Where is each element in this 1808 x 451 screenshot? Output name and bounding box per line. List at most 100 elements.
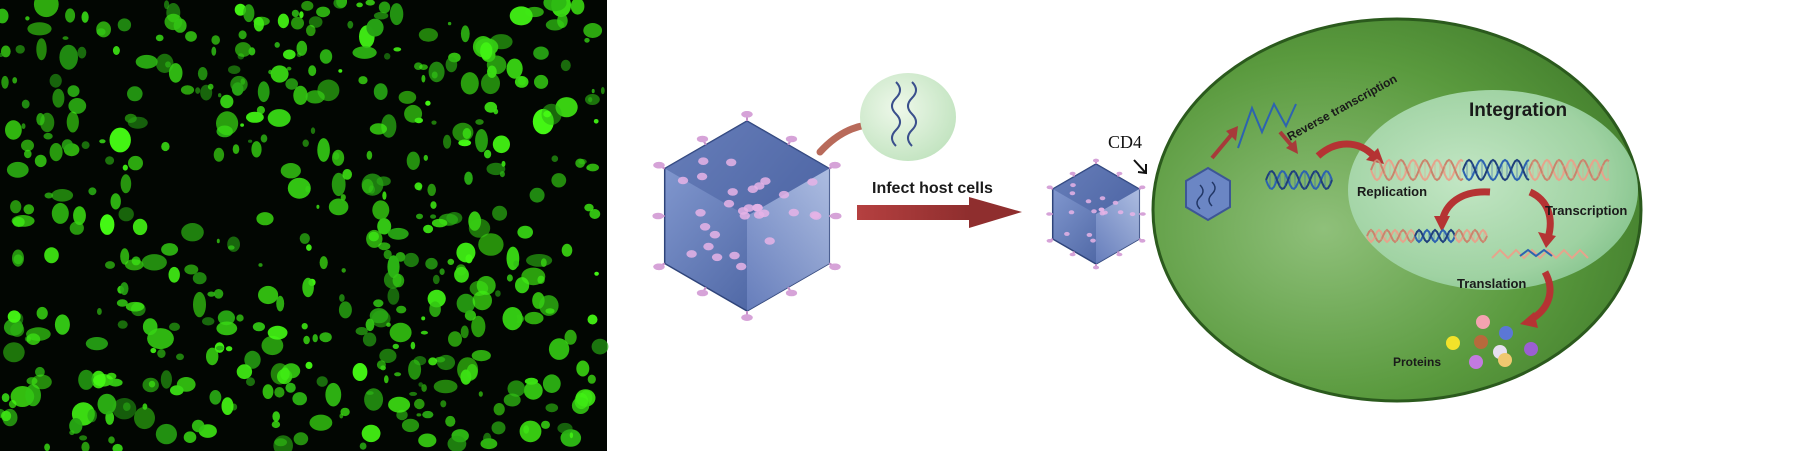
fluorescent-cell [384, 375, 389, 384]
dna-strand [1370, 158, 1464, 182]
fluorescent-cell [506, 58, 523, 79]
fluorescent-cell [587, 374, 596, 384]
glycoprotein [1091, 209, 1097, 214]
fluorescent-cell [160, 370, 172, 389]
transcription-label: Transcription [1545, 203, 1627, 218]
fluorescent-cell [120, 248, 130, 265]
fluorescent-cell [506, 274, 513, 282]
translation-label: Translation [1457, 276, 1526, 291]
fluorescent-cell [271, 420, 281, 429]
fluorescent-cell [69, 430, 75, 436]
fluorescent-cell [378, 242, 391, 251]
fluorescent-cells [0, 0, 609, 451]
fluorescent-cell [12, 77, 18, 84]
fluorescent-cell [87, 409, 97, 423]
fluorescent-cell [583, 23, 603, 38]
glycoprotein [759, 209, 770, 218]
dna-helix-icon [1265, 169, 1333, 191]
spike-head [1069, 252, 1076, 257]
fluorescent-cell [340, 407, 350, 417]
fluorescent-cell [227, 236, 241, 252]
fluorescent-cell [366, 150, 373, 160]
fluorescent-cell [398, 90, 417, 104]
fluorescent-cell [273, 435, 293, 451]
fluorescent-cell [545, 308, 555, 314]
fluorescent-cell [419, 64, 428, 70]
fluorescent-cell [410, 341, 416, 350]
fluorescent-cell [21, 99, 30, 109]
fluorescent-cell [431, 218, 448, 228]
fluorescent-cell [293, 432, 309, 446]
fluorescent-cell [464, 171, 473, 185]
fluorescent-cell [439, 268, 445, 276]
fluorescent-cell [447, 435, 467, 451]
glycoprotein [743, 204, 755, 212]
fluorescent-cell [96, 28, 106, 36]
fluorescent-cell [561, 243, 573, 257]
glycoprotein [747, 185, 758, 193]
capsid-facet [1096, 189, 1140, 264]
fluorescent-cell [92, 374, 114, 387]
fluorescent-cell [418, 382, 424, 387]
fluorescent-cell [267, 325, 288, 340]
transcription-arrow [1528, 188, 1554, 240]
fluorescent-cell [216, 111, 239, 136]
fluorescent-cell [206, 347, 219, 366]
fluorescent-cell [220, 94, 234, 109]
fluorescent-cell [125, 259, 144, 271]
fluorescent-cell [389, 3, 404, 26]
fluorescent-cell [487, 65, 497, 78]
fluorescent-cell [34, 154, 47, 168]
fluorescent-cell [125, 301, 145, 312]
fluorescent-cell [589, 209, 601, 219]
fluorescent-cell [361, 179, 374, 194]
fluorescent-cell [155, 53, 174, 73]
fluorescent-cell [503, 393, 521, 407]
fluorescent-cell [68, 98, 87, 114]
fluorescent-cell [443, 134, 452, 149]
fluorescent-cell [256, 212, 274, 226]
fluorescent-cell [99, 139, 106, 144]
fluorescent-cell [51, 189, 74, 202]
fluorescent-cell [365, 318, 375, 332]
spike-head [829, 263, 841, 271]
fluorescent-cell [69, 418, 83, 434]
fluorescent-cell [216, 345, 224, 351]
fluorescent-cell [116, 299, 128, 307]
fluorescent-cell [393, 47, 402, 52]
fluorescent-cell [340, 194, 346, 201]
spike-head [785, 135, 798, 143]
fluorescent-cell [33, 0, 59, 18]
fluorescent-cell [331, 172, 346, 197]
glycoprotein [1069, 191, 1076, 196]
fluorescent-cell [543, 0, 567, 12]
glycoprotein [1117, 210, 1124, 215]
dna-strand [1528, 158, 1610, 182]
dna-helix-icon [1370, 158, 1610, 182]
spike-head [1139, 185, 1146, 190]
fluorescent-cell [478, 233, 504, 256]
glycoprotein [729, 251, 740, 260]
fluorescent-cell [356, 2, 363, 8]
spike-head [653, 263, 665, 271]
fluorescent-cell [127, 86, 143, 102]
fluorescent-cell [225, 346, 233, 352]
fluorescent-cell [347, 20, 354, 29]
fluorescent-cell [262, 384, 274, 399]
fluorescent-cell [1, 410, 12, 422]
fluorescent-cell [342, 169, 353, 180]
fluorescent-cell [238, 30, 247, 40]
fluorescent-cell [248, 139, 253, 143]
fluorescent-cell [97, 308, 102, 315]
nuclear-entry-arrow [1315, 140, 1377, 159]
fluorescent-cell [43, 132, 53, 140]
fluorescent-cell [428, 61, 445, 83]
fluorescent-cell [543, 110, 552, 118]
fluorescent-cell [499, 171, 505, 178]
fluorescent-cell [35, 366, 45, 377]
fluorescent-cell [286, 66, 292, 71]
fluorescent-cell [100, 214, 115, 235]
glycoprotein [699, 223, 711, 231]
fluorescent-cell [361, 424, 381, 443]
fluorescent-cell [79, 435, 88, 441]
